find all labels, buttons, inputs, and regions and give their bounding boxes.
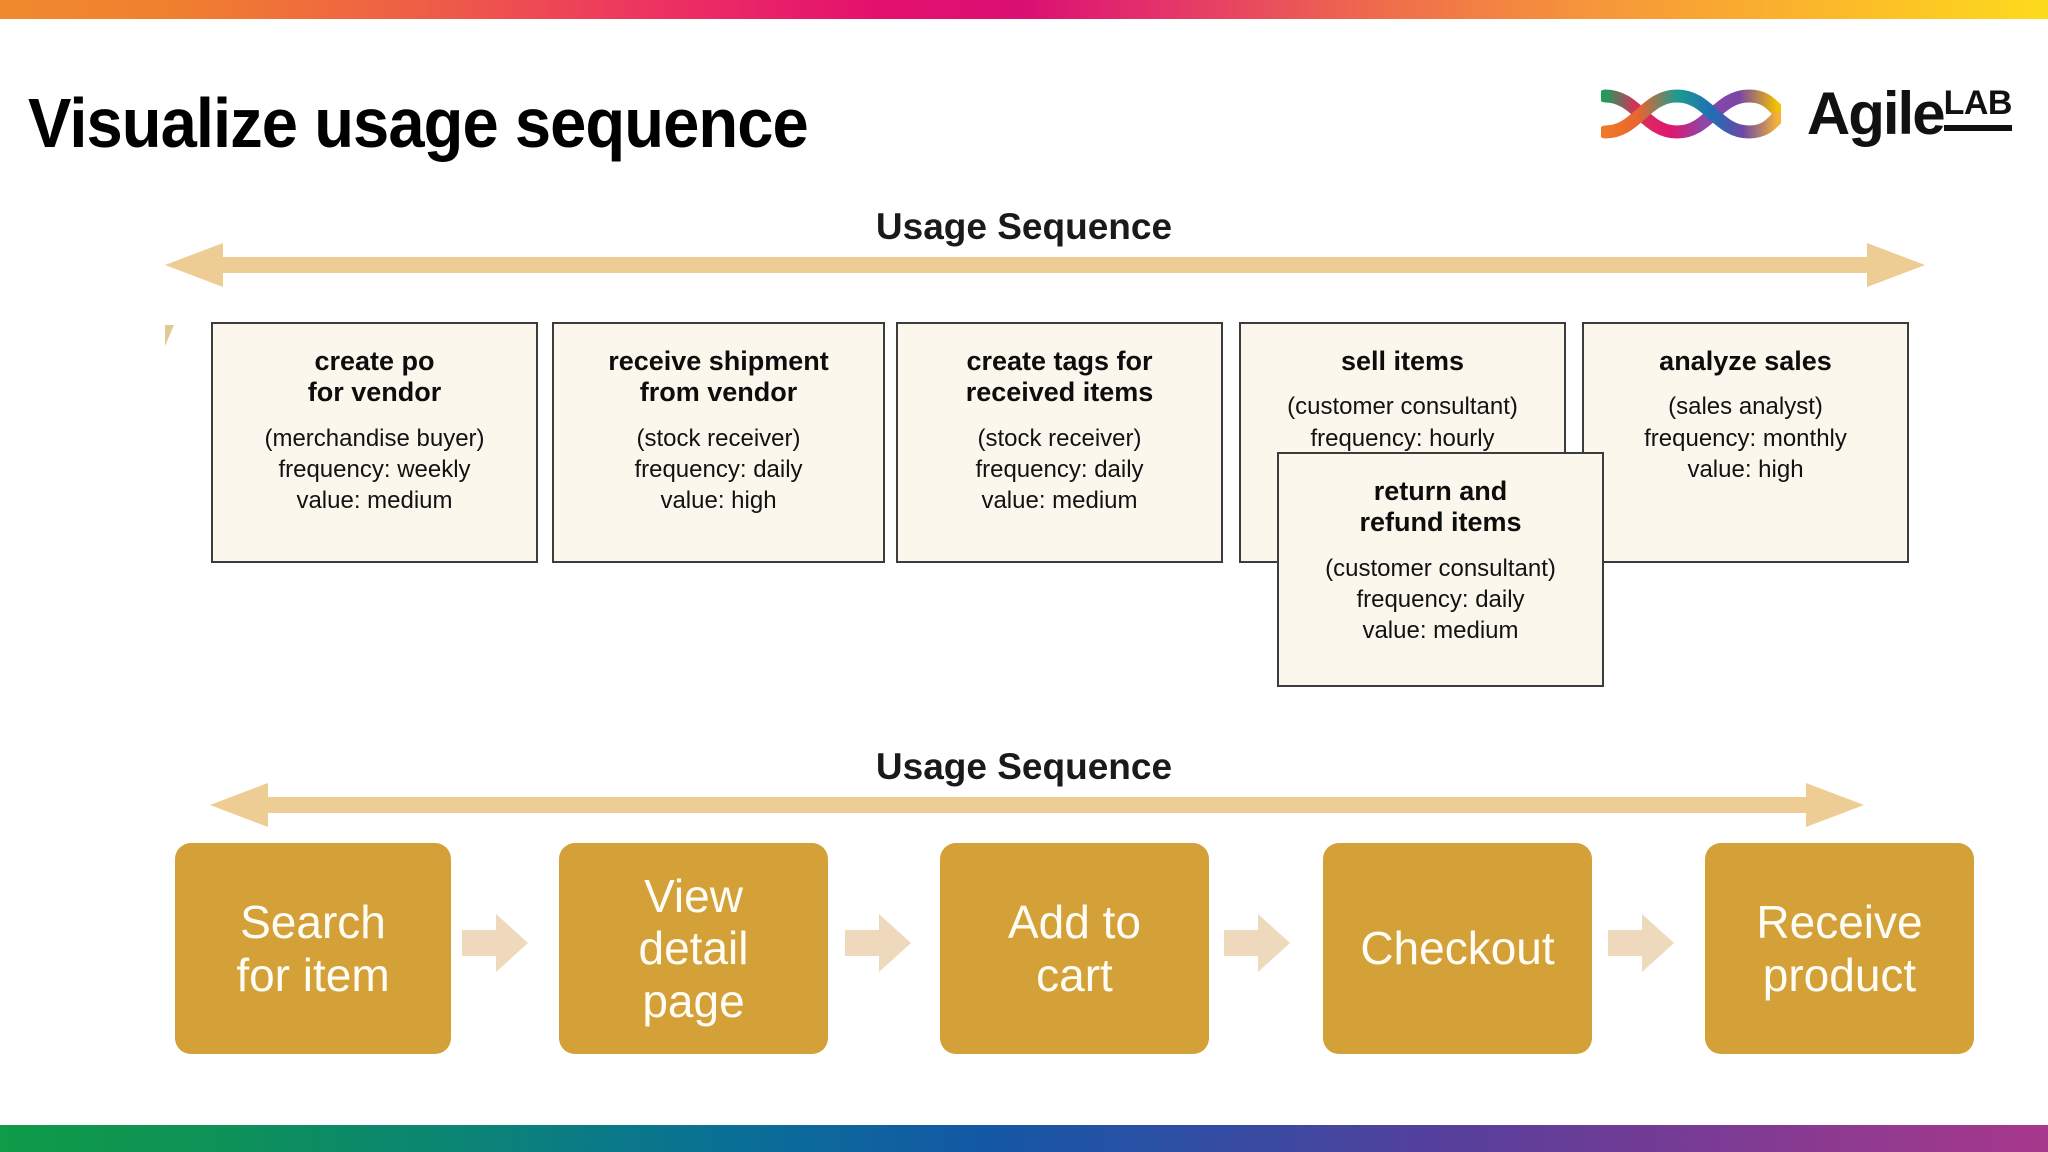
top-usage-sequence-arrow	[165, 243, 1925, 287]
usage-card-meta: (stock receiver) frequency: daily value:…	[975, 424, 1144, 514]
top-usage-sequence-label: Usage Sequence	[875, 206, 1173, 247]
usage-card-analyze-sales[interactable]: analyze sales (sales analyst) frequency:…	[1582, 322, 1909, 563]
usage-card-title: analyze sales	[1659, 346, 1832, 376]
usage-card-meta: (stock receiver) frequency: daily value:…	[634, 424, 803, 514]
page-title: Visualize usage sequence	[28, 84, 809, 162]
stray-triangle-artifact	[165, 325, 174, 346]
double-headed-arrow-icon	[210, 783, 1864, 827]
bottom-usage-sequence-label: Usage Sequence	[875, 746, 1173, 787]
usage-card-return-refund[interactable]: return and refund items (customer consul…	[1277, 452, 1604, 687]
right-block-arrow-icon	[1224, 914, 1290, 972]
logo-lab-group: LAB	[1943, 84, 2013, 131]
usage-card-title: create tags for received items	[965, 346, 1154, 408]
bottom-usage-sequence-arrow	[210, 783, 1864, 827]
flow-connector-1	[462, 912, 528, 974]
flow-step-search-for-item[interactable]: Search for item	[175, 843, 451, 1054]
flow-connector-2	[845, 912, 911, 974]
top-gradient-bar	[0, 0, 2048, 19]
usage-card-meta: (customer consultant) frequency: daily v…	[1325, 554, 1556, 644]
logo-wordmark: Agile LAB	[1806, 80, 2013, 147]
flow-connector-3	[1224, 912, 1290, 974]
usage-card-create-tags[interactable]: create tags for received items (stock re…	[896, 322, 1223, 563]
logo-underline	[1943, 125, 2012, 131]
right-block-arrow-icon	[1608, 914, 1674, 972]
usage-card-meta: (customer consultant) frequency: hourly	[1287, 393, 1518, 452]
bottom-gradient-bar	[0, 1125, 2048, 1152]
right-block-arrow-icon	[462, 914, 528, 972]
usage-card-title: receive shipment from vendor	[608, 346, 829, 408]
agilelab-logo: Agile LAB	[1600, 78, 2013, 150]
flow-connector-4	[1608, 912, 1674, 974]
double-headed-arrow-icon	[165, 243, 1925, 287]
flow-step-receive-product[interactable]: Receive product	[1705, 843, 1974, 1054]
logo-lab-text: LAB	[1943, 84, 2013, 122]
flow-step-checkout[interactable]: Checkout	[1323, 843, 1592, 1054]
flow-step-view-detail-page[interactable]: View detail page	[559, 843, 828, 1054]
usage-card-meta: (merchandise buyer) frequency: weekly va…	[264, 424, 485, 514]
usage-card-meta: (sales analyst) frequency: monthly value…	[1644, 393, 1847, 483]
usage-card-receive-shipment[interactable]: receive shipment from vendor (stock rece…	[552, 322, 885, 563]
logo-agile-text: Agile	[1806, 80, 1946, 147]
double-helix-wave-icon	[1600, 89, 1781, 139]
usage-card-title: sell items	[1340, 346, 1465, 376]
usage-card-create-po[interactable]: create po for vendor (merchandise buyer)…	[211, 322, 538, 563]
right-block-arrow-icon	[845, 914, 911, 972]
usage-card-title: return and refund items	[1359, 476, 1522, 538]
flow-step-add-to-cart[interactable]: Add to cart	[940, 843, 1209, 1054]
usage-card-title: create po for vendor	[307, 346, 442, 408]
